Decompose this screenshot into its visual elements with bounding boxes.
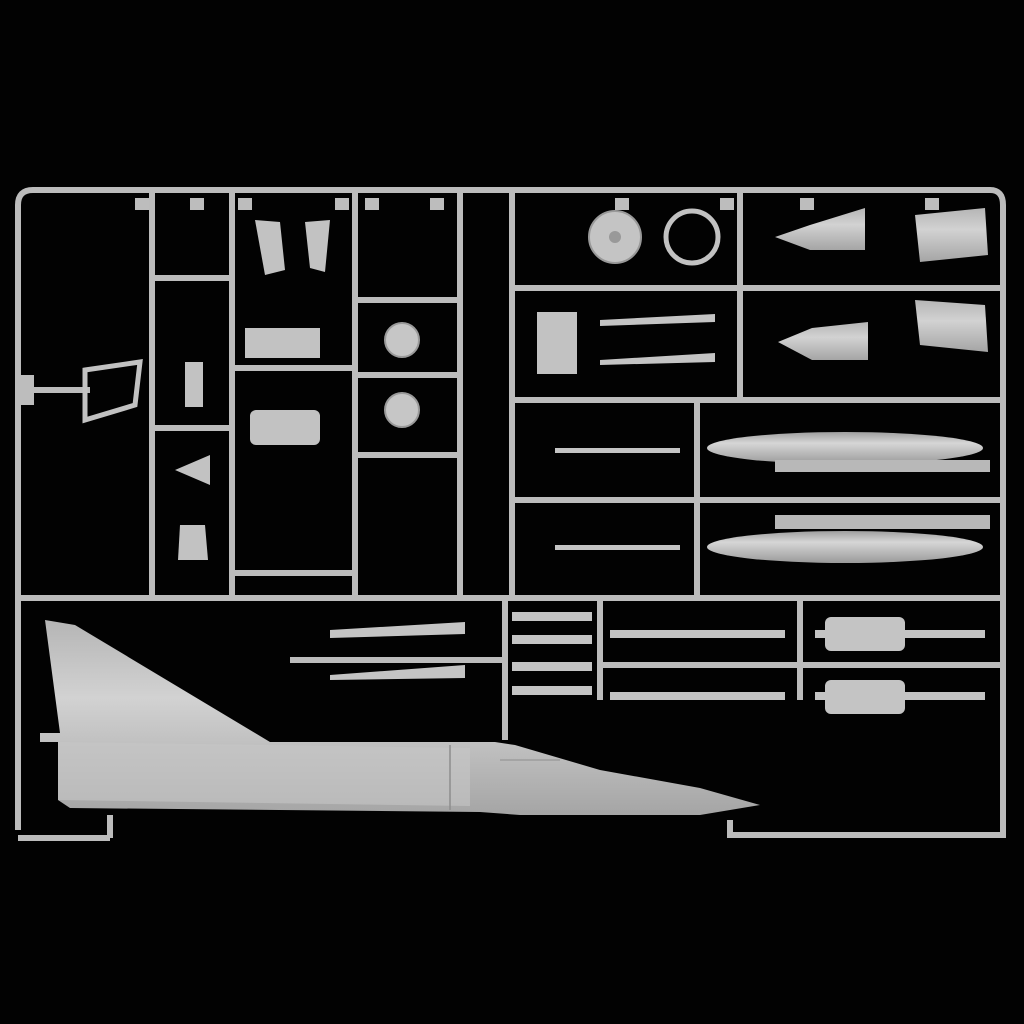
intake-cone-parts	[775, 208, 988, 360]
missile-parts	[330, 314, 985, 714]
sprue-frame	[15, 187, 1006, 841]
fuselage-half-part	[40, 620, 760, 815]
gate-tabs	[20, 198, 939, 405]
wheel-parts	[384, 208, 721, 428]
drop-tank-parts	[707, 432, 990, 563]
small-parts	[82, 220, 577, 560]
